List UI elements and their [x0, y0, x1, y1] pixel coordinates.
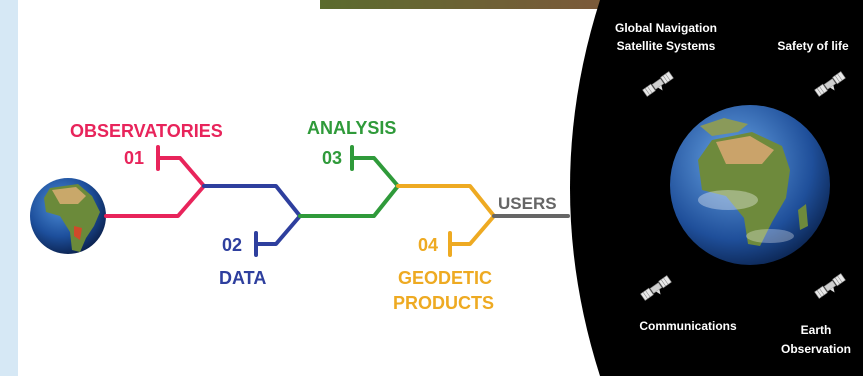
gnss-label-line1: Global Navigation — [615, 21, 717, 35]
products-branch — [448, 214, 496, 246]
data-line — [202, 184, 302, 218]
observatories-number: 01 — [124, 148, 144, 168]
analysis-line — [298, 184, 400, 218]
data-branch — [254, 214, 302, 246]
safety-label: Safety of life — [777, 39, 849, 53]
observatories-label: OBSERVATORIES — [70, 121, 223, 141]
analysis-number: 03 — [322, 148, 342, 168]
diagram-card — [18, 0, 618, 376]
gnss-label-line2: Satellite Systems — [617, 39, 716, 53]
earth-observation-label-line2: Observation — [781, 342, 851, 356]
photo-strip — [320, 0, 863, 9]
data-number: 02 — [222, 235, 242, 255]
users-label: USERS — [498, 194, 557, 213]
earth-observation-label-line1: Earth — [801, 323, 832, 337]
products-label-line1: GEODETIC — [398, 268, 492, 288]
products-number: 04 — [418, 235, 438, 255]
analysis-branch — [350, 156, 400, 188]
products-line — [396, 184, 496, 218]
products-label-line2: PRODUCTS — [393, 293, 494, 313]
observatories-line — [104, 184, 206, 218]
data-label: DATA — [219, 268, 266, 288]
observatories-branch — [156, 156, 206, 188]
analysis-label: ANALYSIS — [307, 118, 396, 138]
earth-globe-icon — [670, 105, 830, 265]
communications-label: Communications — [639, 319, 737, 333]
africa-globe-icon — [30, 178, 106, 254]
